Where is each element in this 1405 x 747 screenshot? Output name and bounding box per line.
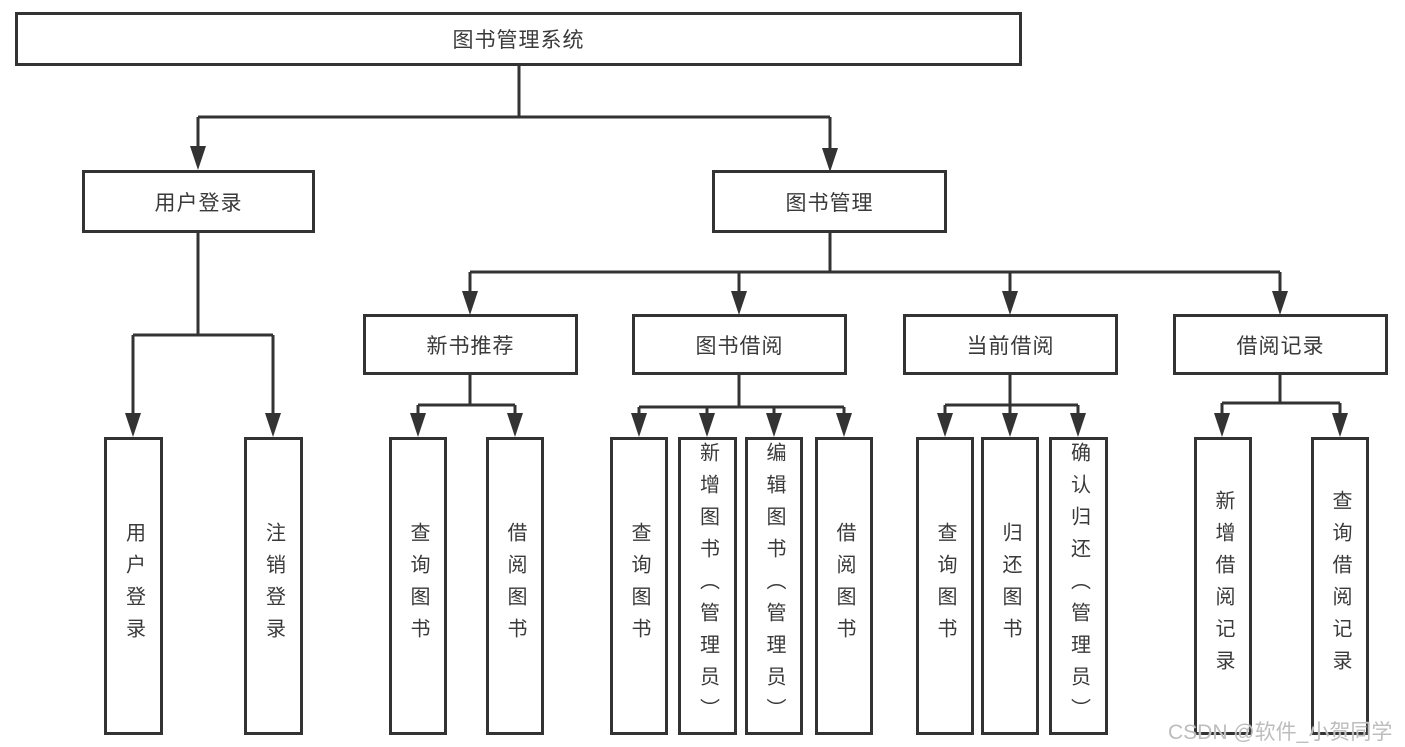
node-leaf-current-query-books: 查询图书 xyxy=(916,437,974,735)
node-book-borrowing-label: 图书借阅 xyxy=(695,334,784,358)
node-leaf-confirm-return-admin: 确认归还（管理员） xyxy=(1049,437,1108,735)
node-leaf-add-borrow-record: 新增借阅记录 xyxy=(1194,437,1252,735)
node-user-login-branch-label: 用户登录 xyxy=(154,191,243,215)
node-leaf-add-books-admin: 新增图书（管理员） xyxy=(678,437,737,735)
node-book-management-branch: 图书管理 xyxy=(712,170,947,233)
node-leaf-query-borrow-record: 查询借阅记录 xyxy=(1311,437,1369,735)
node-leaf-return-books: 归还图书 xyxy=(981,437,1039,735)
node-leaf-borrowing-query-books-label: 查询图书 xyxy=(628,522,650,650)
node-leaf-current-query-books-label: 查询图书 xyxy=(934,522,956,650)
node-library-system: 图书管理系统 xyxy=(15,12,1022,66)
node-leaf-query-borrow-record-label: 查询借阅记录 xyxy=(1329,490,1351,682)
node-library-system-label: 图书管理系统 xyxy=(452,29,585,52)
node-current-borrowing: 当前借阅 xyxy=(903,314,1118,375)
node-leaf-recommend-query-books-label: 查询图书 xyxy=(407,522,429,650)
node-leaf-user-login-label: 用户登录 xyxy=(122,522,145,650)
node-leaf-logout-label: 注销登录 xyxy=(262,522,285,650)
node-leaf-user-login: 用户登录 xyxy=(104,437,163,735)
node-current-borrowing-label: 当前借阅 xyxy=(966,334,1055,358)
node-new-book-recommend-label: 新书推荐 xyxy=(426,334,515,358)
node-leaf-confirm-return-admin-label: 确认归还（管理员） xyxy=(1067,442,1090,730)
node-leaf-return-books-label: 归还图书 xyxy=(999,522,1021,650)
node-leaf-recommend-query-books: 查询图书 xyxy=(389,437,447,735)
node-leaf-borrowing-query-books: 查询图书 xyxy=(610,437,668,735)
node-leaf-add-books-admin-label: 新增图书（管理员） xyxy=(696,442,719,730)
csdn-watermark: CSDN @软件_小贺同学 xyxy=(1168,721,1393,744)
node-borrowing-records: 借阅记录 xyxy=(1173,314,1388,375)
node-book-borrowing: 图书借阅 xyxy=(632,314,847,375)
node-leaf-add-borrow-record-label: 新增借阅记录 xyxy=(1212,490,1234,682)
node-leaf-borrowing-borrow-books-label: 借阅图书 xyxy=(833,522,855,650)
node-leaf-recommend-borrow-books-label: 借阅图书 xyxy=(504,522,526,650)
node-leaf-borrowing-borrow-books: 借阅图书 xyxy=(815,437,873,735)
node-borrowing-records-label: 借阅记录 xyxy=(1236,334,1325,358)
node-user-login-branch: 用户登录 xyxy=(82,170,315,233)
node-book-management-branch-label: 图书管理 xyxy=(785,191,874,215)
node-leaf-recommend-borrow-books: 借阅图书 xyxy=(486,437,544,735)
node-new-book-recommend: 新书推荐 xyxy=(363,314,578,375)
node-leaf-edit-books-admin-label: 编辑图书（管理员） xyxy=(763,442,785,730)
node-leaf-logout: 注销登录 xyxy=(244,437,303,735)
node-leaf-edit-books-admin: 编辑图书（管理员） xyxy=(745,437,803,735)
